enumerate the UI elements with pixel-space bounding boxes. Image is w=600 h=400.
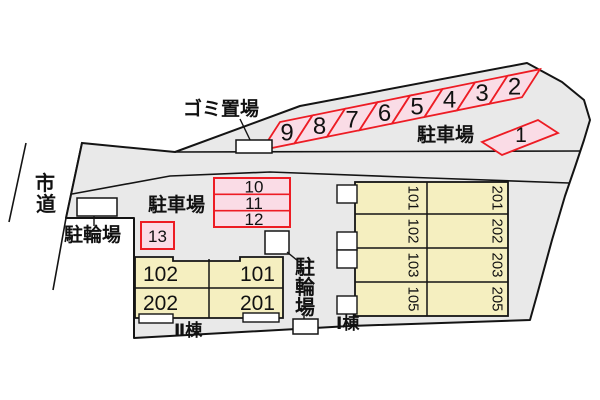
parking-space-number: 1 bbox=[515, 124, 527, 147]
parking-space-number: 8 bbox=[313, 113, 326, 140]
parking-space-number: 10 bbox=[245, 178, 264, 197]
room-number: 202 bbox=[143, 292, 178, 315]
svg-text:道: 道 bbox=[36, 192, 56, 216]
parking-space-13: 13 bbox=[140, 221, 175, 250]
room-number: 101 bbox=[240, 263, 275, 286]
driveway-line-lower bbox=[71, 171, 570, 195]
building-1-porch bbox=[336, 249, 358, 269]
parking-row-numbers: 9 8 7 6 5 4 3 2 bbox=[280, 74, 521, 147]
building-2: 102 101 202 201 bbox=[134, 256, 284, 324]
parking-stack-10-12: 10 11 12 bbox=[213, 177, 291, 229]
building-1-outline bbox=[354, 181, 509, 317]
parking-space-number: 4 bbox=[443, 87, 456, 114]
parking-lot-label-lower: 駐車場 bbox=[148, 193, 205, 216]
building-2-label: Ⅱ棟 bbox=[174, 320, 203, 340]
room-number: 105 bbox=[405, 286, 422, 311]
room-number: 205 bbox=[489, 286, 506, 311]
svg-text:輪: 輪 bbox=[295, 275, 316, 299]
parking-space-1 bbox=[480, 118, 560, 157]
parking-space-number: 7 bbox=[345, 107, 358, 134]
parking-lot-label-upper: 駐車場 bbox=[417, 123, 474, 146]
road-label: 市 道 bbox=[35, 171, 56, 216]
room-number: 201 bbox=[240, 292, 275, 315]
bicycle-parking-label-1: 駐輪場 bbox=[64, 223, 121, 246]
parking-space-number: 3 bbox=[475, 80, 488, 107]
building-1-porch bbox=[336, 184, 358, 204]
parking-space bbox=[487, 67, 542, 106]
parking-space-number: 11 bbox=[245, 194, 263, 213]
bicycle-parking-box-2 bbox=[264, 230, 290, 255]
room-number: 201 bbox=[489, 185, 506, 210]
building-1-label: Ⅰ棟 bbox=[336, 313, 360, 333]
room-number: 103 bbox=[405, 252, 422, 277]
svg-text:場: 場 bbox=[295, 296, 315, 319]
road-edge-right bbox=[52, 141, 83, 291]
parking-space-number: 9 bbox=[280, 120, 293, 147]
bicycle-parking-box-3 bbox=[292, 318, 319, 335]
bicycle-parking-leader-2a bbox=[286, 251, 299, 262]
parking-space-number: 13 bbox=[148, 227, 167, 246]
building-2-porch bbox=[138, 313, 174, 324]
garbage-area-label: ゴミ置場 bbox=[183, 97, 259, 120]
building-1-porch bbox=[336, 295, 358, 315]
building-1: 101 102 103 105 201 202 203 205 bbox=[336, 181, 509, 317]
room-number: 101 bbox=[405, 185, 422, 210]
parking-row bbox=[260, 67, 542, 152]
svg-text:駐: 駐 bbox=[295, 255, 315, 279]
bicycle-parking-box-1 bbox=[76, 197, 118, 217]
building-2-porch bbox=[242, 312, 280, 323]
garbage-area-box bbox=[235, 139, 273, 154]
svg-text:市: 市 bbox=[35, 171, 55, 195]
parking-space-number: 12 bbox=[245, 210, 264, 229]
bicycle-parking-label-2: 駐 輪 場 bbox=[295, 255, 316, 319]
room-number: 203 bbox=[489, 252, 506, 277]
room-number: 102 bbox=[405, 218, 422, 243]
parking-space-number: 2 bbox=[508, 74, 521, 101]
room-number: 102 bbox=[143, 263, 178, 286]
room-number: 202 bbox=[489, 218, 506, 243]
road-edge-left bbox=[8, 142, 27, 223]
building-1-porch bbox=[336, 231, 358, 251]
parking-space-number: 5 bbox=[410, 93, 423, 120]
parking-space-number: 6 bbox=[378, 100, 391, 127]
